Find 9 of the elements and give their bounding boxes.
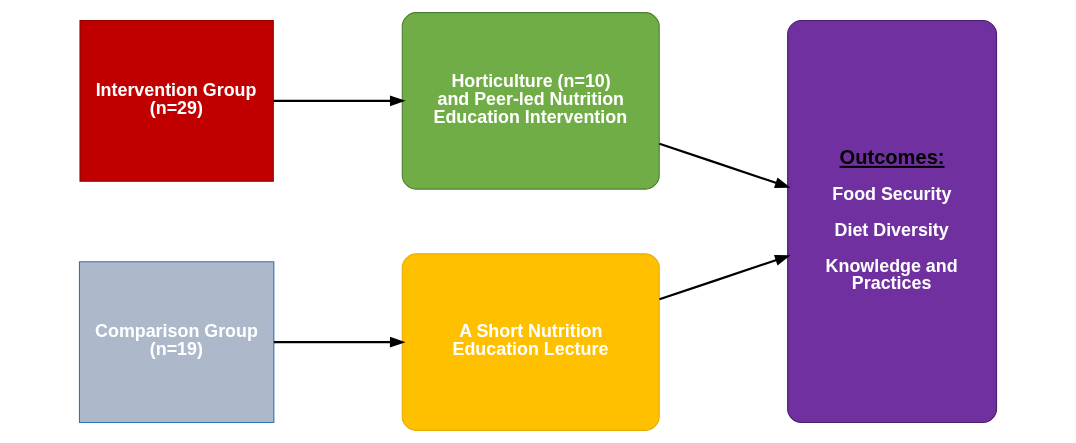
arrow	[273, 95, 406, 107]
node-box: Comparison Group (n=19)	[78, 261, 275, 424]
node-box: Horticulture (n=10) and Peer-led Nutrition Education Intervention	[401, 12, 660, 190]
node-box: A Short Nutrition Education Lecture	[401, 253, 660, 431]
arrow	[659, 142, 791, 188]
node-box: Outcomes: Food Security Diet Diversity Knowledge and Practices	[787, 19, 998, 424]
node-box: Intervention Group (n=29)	[79, 19, 274, 182]
arrow	[659, 255, 791, 301]
arrow	[273, 336, 406, 348]
